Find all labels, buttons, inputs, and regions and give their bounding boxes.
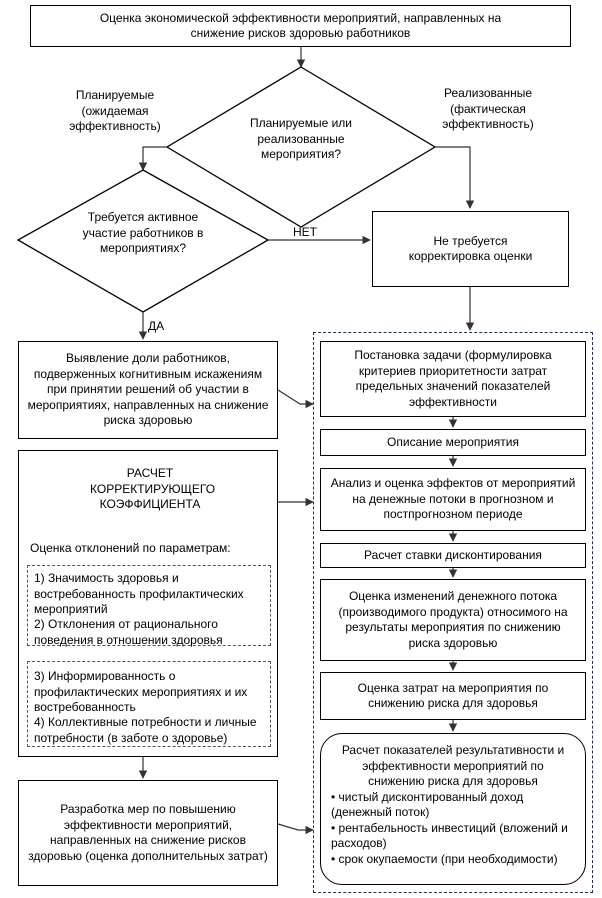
final-list: чистый дисконтированный доход (денежный …	[331, 790, 575, 868]
calculation-block	[313, 332, 593, 893]
final-item: рентабельность инвестиций (вложений и ра…	[331, 821, 575, 852]
parameter-group-2	[27, 661, 271, 747]
final-indicators-box: Расчет показателей результативности и эф…	[320, 733, 586, 885]
group2-item-1: 3) Информированность о профилактических …	[34, 669, 248, 714]
top-box: Оценка экономической эффективности мероп…	[30, 5, 571, 47]
arrow-left1-to-right	[277, 389, 314, 409]
coefficient-title: РАСЧЕТ КОРРЕКТИРУЮЩЕГО КОЭФФИЦИЕНТА	[90, 466, 216, 511]
final-item: срок окупаемости (при необходимости)	[331, 852, 575, 868]
group1-item-2: 2) Отклонения от рационального поведения…	[34, 617, 223, 647]
step-description-box: Описание мероприятия	[320, 429, 586, 456]
step-effects-box: Анализ и оценка эффектов от мероприятий …	[320, 468, 586, 531]
label-no: НЕТ	[293, 225, 317, 239]
top-box-text: Оценка экономической эффективности мероп…	[99, 10, 502, 41]
label-yes: ДА	[148, 319, 165, 333]
step-costs-box: Оценка затрат на мероприятия по снижению…	[320, 672, 586, 720]
step-task-box: Постановка задачи (формулировка критерие…	[320, 341, 586, 417]
diamond2-text: Требуется активное участие работников в …	[82, 210, 204, 255]
decision-diamond-1	[165, 66, 437, 228]
no-correction-box: Не требуется корректировка оценки	[372, 211, 569, 287]
step-cashflow-box: Оценка изменений денежного потока (произ…	[320, 579, 586, 661]
parameter-group-1	[27, 565, 271, 646]
arrow-left3-to-right	[277, 823, 314, 835]
label-planned: Планируемые (ожидаемая эффективность)	[69, 88, 161, 133]
final-title: Расчет показателей результативности и эф…	[341, 743, 565, 788]
arrow-realized	[435, 146, 475, 209]
final-item: чистый дисконтированный доход (денежный …	[331, 790, 575, 821]
label-realized: Реализованные (фактическая эффективность…	[442, 86, 534, 131]
coefficient-params: Оценка отклонений по параметрам:	[30, 541, 231, 555]
arrow-planned	[138, 146, 167, 171]
diamond1-text: Планируемые или реализованные мероприяти…	[250, 116, 352, 161]
step-discount-box: Расчет ставки дисконтирования	[320, 543, 586, 568]
group1-item-1: 1) Значимость здоровья и востребованност…	[34, 571, 244, 616]
group2-item-2: 4) Коллективные потребности и личные пот…	[34, 715, 257, 745]
coefficient-box	[18, 450, 278, 757]
cognitive-bias-box: Выявление доли работников, подверженных …	[18, 341, 278, 439]
measures-box: Разработка мер по повышению эффективност…	[18, 780, 278, 886]
